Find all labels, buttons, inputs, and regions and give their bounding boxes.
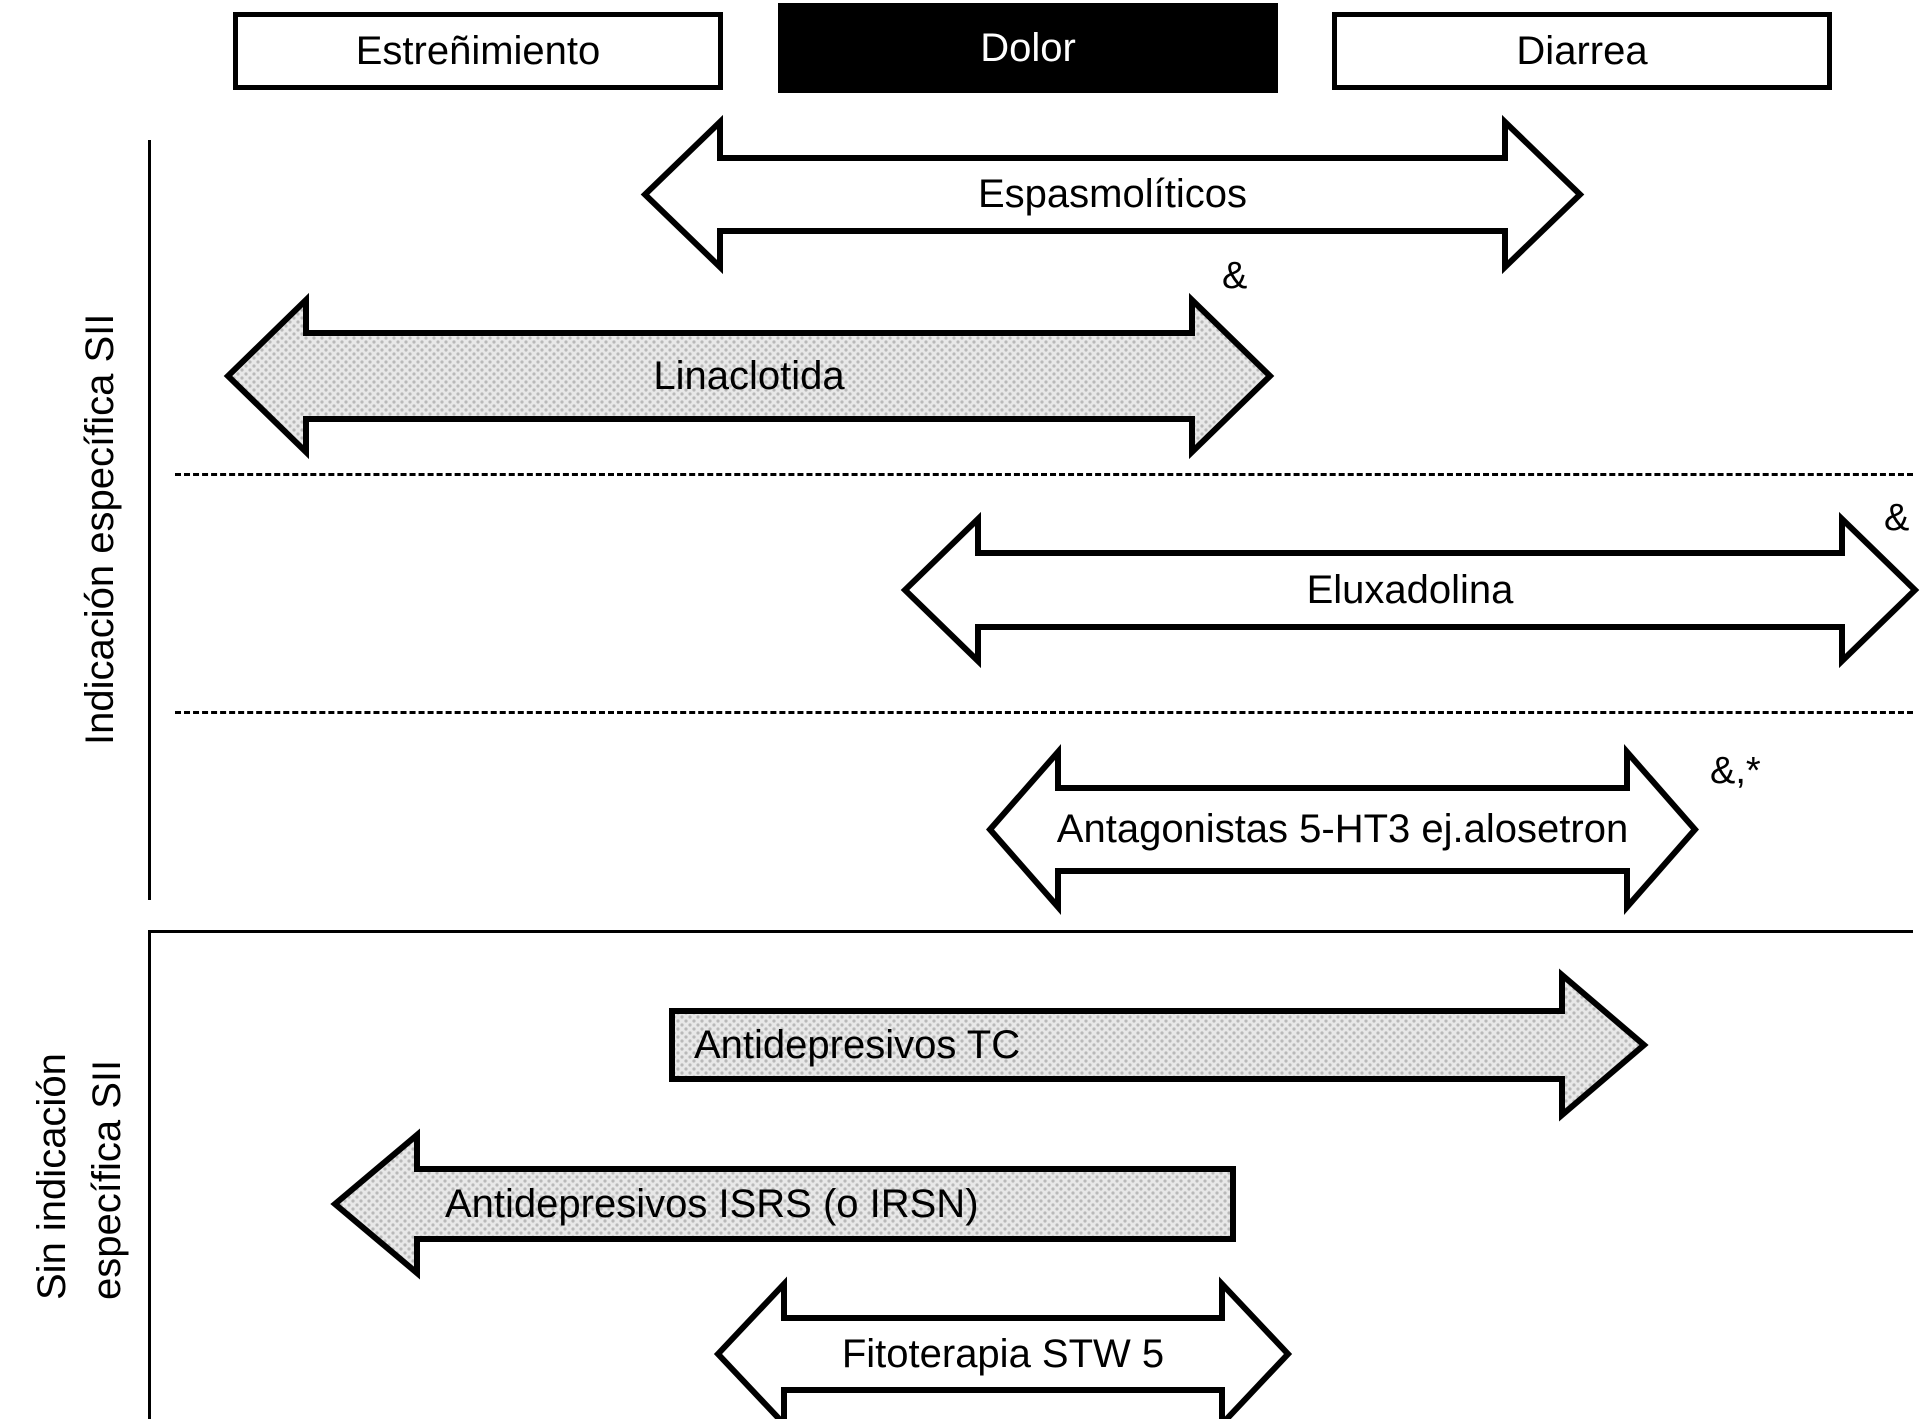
bottom-section-axis-line bbox=[148, 930, 151, 1419]
header-label: Estreñimiento bbox=[355, 28, 601, 73]
dashed-divider-2 bbox=[175, 711, 1913, 714]
arrow-fitoterapia-stw5: Fitoterapia STW 5 bbox=[713, 1276, 1293, 1419]
arrow-label: Eluxadolina bbox=[1306, 567, 1514, 612]
arrow-label: Fitoterapia STW 5 bbox=[841, 1331, 1165, 1376]
header-box-dolor: Dolor bbox=[778, 3, 1278, 93]
arrow-antidepresivos-tc: Antidepresivos TC bbox=[669, 968, 1649, 1122]
header-box-diarrea: Diarrea bbox=[1332, 12, 1832, 90]
arrow-linaclotida: Linaclotida bbox=[223, 292, 1275, 460]
axis-label-top: Indicación específica SII bbox=[78, 313, 122, 745]
header-label: Dolor bbox=[980, 25, 1076, 70]
arrow-note-eluxadolina: & bbox=[1884, 497, 1910, 539]
header-box-estrenimiento: Estreñimiento bbox=[233, 12, 723, 90]
arrow-note-antagonistas: &,* bbox=[1710, 750, 1761, 792]
section-divider-line bbox=[148, 930, 1913, 933]
arrow-antidepresivos-isrs: Antidepresivos ISRS (o IRSN) bbox=[330, 1128, 1236, 1280]
arrow-espasmoliticos: Espasmolíticos bbox=[640, 114, 1585, 275]
arrow-label: Linaclotida bbox=[653, 353, 845, 398]
arrow-note-espasmoliticos: & bbox=[1222, 255, 1248, 297]
header-label: Diarrea bbox=[1516, 28, 1648, 73]
axis-label-bottom-line1: Sin indicación bbox=[30, 1053, 74, 1300]
arrow-label: Antagonistas 5-HT3 ej.alosetron bbox=[1056, 807, 1629, 851]
arrow-label: Antidepresivos TC bbox=[694, 1022, 1021, 1067]
arrow-eluxadolina: Eluxadolina bbox=[900, 511, 1920, 669]
axis-label-bottom-line2: específica SII bbox=[85, 1059, 129, 1300]
top-section-axis-line bbox=[148, 140, 151, 900]
dashed-divider-1 bbox=[175, 473, 1913, 476]
arrow-label: Antidepresivos ISRS (o IRSN) bbox=[445, 1181, 979, 1226]
arrow-antagonistas-5ht3: Antagonistas 5-HT3 ej.alosetron bbox=[986, 744, 1699, 915]
arrow-label: Espasmolíticos bbox=[978, 172, 1247, 216]
